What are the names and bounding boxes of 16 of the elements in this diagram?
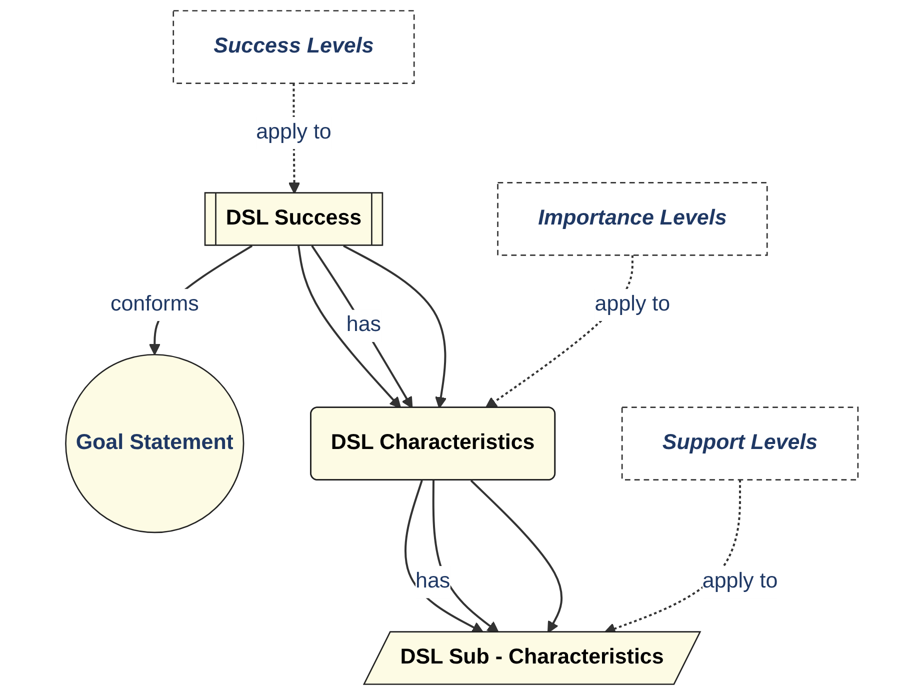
arrow [404, 480, 484, 634]
edge-label: has [346, 314, 381, 337]
edge-label: apply to [702, 570, 778, 593]
arrow [297, 246, 401, 408]
node-box: Support Levels [621, 406, 858, 480]
edge-label: apply to [256, 120, 332, 144]
arrow [342, 244, 446, 408]
edge-label: has [415, 570, 450, 593]
arrow [310, 245, 412, 408]
node-box: Success Levels [172, 10, 414, 84]
node-box: Importance Levels [496, 182, 768, 256]
arrow [470, 480, 562, 634]
node-circle: Goal Statement [64, 354, 244, 534]
edge-label: conforms [110, 292, 198, 316]
edge-label: apply to [594, 292, 670, 316]
arrow [432, 480, 499, 634]
